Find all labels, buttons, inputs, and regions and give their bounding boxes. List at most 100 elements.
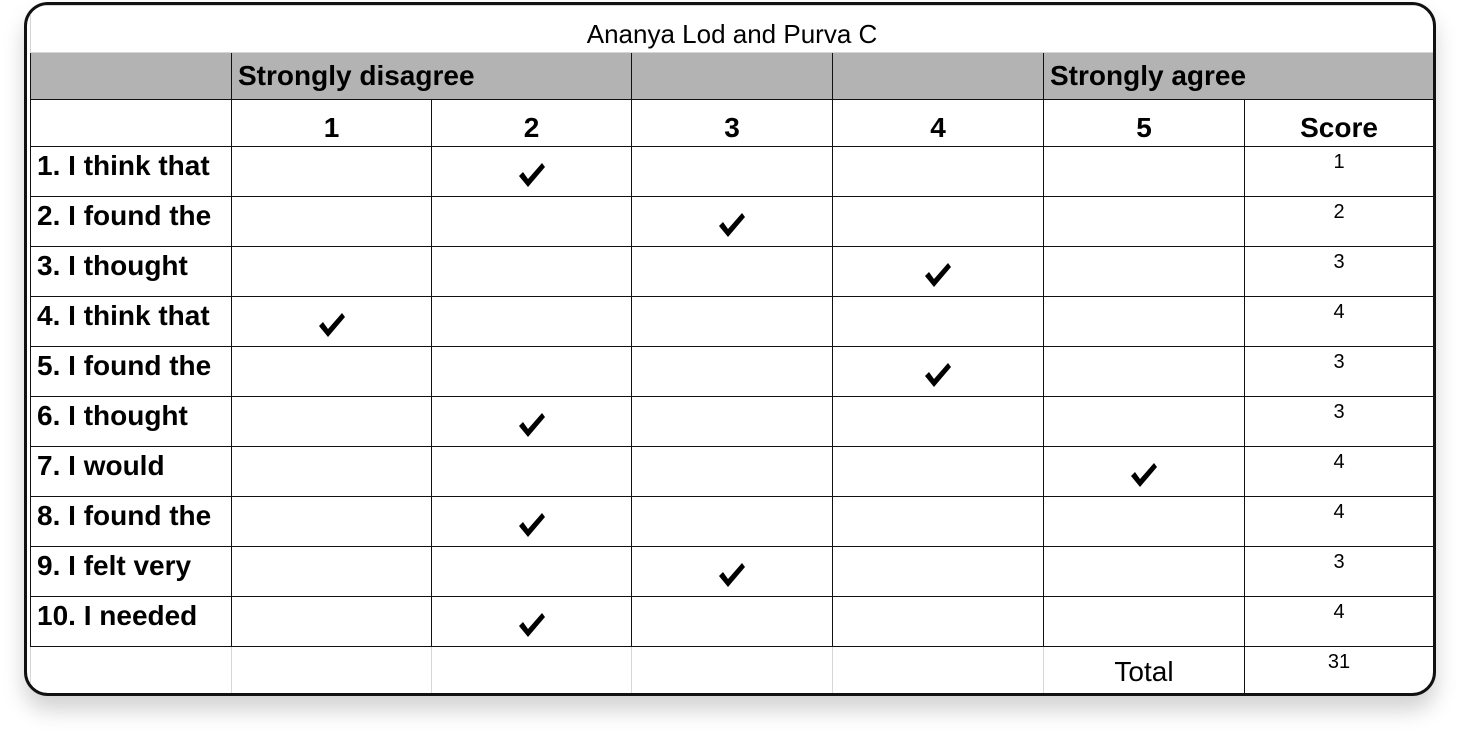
header-cell-empty — [631, 52, 833, 100]
rating-cell-3[interactable] — [631, 496, 833, 547]
rating-cell-5[interactable] — [1043, 296, 1245, 347]
rating-cell-2[interactable] — [431, 446, 632, 497]
rating-cell-1[interactable] — [231, 196, 432, 247]
checkmark-icon — [633, 561, 832, 589]
spreadsheet-frame: Ananya Lod and Purva C Strongly disagree… — [24, 2, 1436, 696]
rating-cell-4[interactable] — [832, 596, 1044, 647]
rating-cell-2[interactable] — [431, 196, 632, 247]
header-cell-empty — [832, 52, 1044, 100]
rating-cell-4[interactable] — [832, 496, 1044, 547]
question-label: 3. I thought — [30, 246, 232, 297]
rating-cell-5[interactable] — [1043, 596, 1245, 647]
strongly-agree-header: Strongly agree — [1042, 52, 1433, 100]
question-label: 7. I would — [30, 446, 232, 497]
rating-cell-3[interactable] — [631, 246, 833, 297]
rating-cell-2[interactable] — [431, 246, 632, 297]
rating-cell-4[interactable] — [832, 396, 1044, 447]
rating-cell-5[interactable] — [1043, 146, 1245, 197]
rating-cell-2[interactable] — [431, 596, 632, 647]
rating-cell-1[interactable] — [231, 496, 432, 547]
table-row: 4. I think that 4 — [30, 296, 1433, 347]
checkmark-icon — [633, 211, 832, 239]
question-label: 1. I think that — [30, 146, 232, 197]
rating-cell-5[interactable] — [1043, 396, 1245, 447]
table-row: 9. I felt very 3 — [30, 546, 1433, 597]
strongly-disagree-header: Strongly disagree — [231, 52, 632, 100]
checkmark-icon — [834, 361, 1043, 389]
score-cell: 1 — [1243, 146, 1433, 197]
empty-cell — [631, 646, 833, 693]
score-cell: 3 — [1243, 546, 1433, 597]
empty-cell — [231, 646, 432, 693]
rating-cell-3[interactable] — [631, 546, 833, 597]
rating-cell-2[interactable] — [431, 346, 632, 397]
rating-cell-1[interactable] — [231, 296, 432, 347]
rating-cell-4[interactable] — [832, 246, 1044, 297]
rating-cell-4[interactable] — [832, 146, 1044, 197]
rating-cell-2[interactable] — [431, 146, 632, 197]
rating-cell-4[interactable] — [832, 446, 1044, 497]
rating-cell-2[interactable] — [431, 546, 632, 597]
checkmark-icon — [433, 611, 631, 639]
column-number-row: 1 2 3 4 5 Score — [30, 99, 1433, 147]
rating-cell-1[interactable] — [231, 146, 432, 197]
total-label: Total — [1043, 646, 1245, 693]
question-label: 10. I needed — [30, 596, 232, 647]
rating-cell-5[interactable] — [1043, 196, 1245, 247]
rating-cell-1[interactable] — [231, 346, 432, 397]
header-cell-empty — [30, 52, 232, 100]
table-row: 10. I needed 4 — [30, 596, 1433, 647]
score-cell: 2 — [1243, 196, 1433, 247]
question-label: 2. I found the — [30, 196, 232, 247]
rating-cell-5[interactable] — [1043, 246, 1245, 297]
rating-cell-1[interactable] — [231, 546, 432, 597]
score-cell: 4 — [1243, 296, 1433, 347]
title-row: Ananya Lod and Purva C — [29, 5, 1433, 53]
number-cell-empty — [30, 99, 232, 147]
table-row: 2. I found the 2 — [30, 196, 1433, 247]
score-cell: 4 — [1243, 496, 1433, 547]
rating-cell-3[interactable] — [631, 296, 833, 347]
column-header-2: 2 — [431, 99, 632, 147]
rating-cell-2[interactable] — [431, 396, 632, 447]
rating-cell-5[interactable] — [1043, 546, 1245, 597]
rating-cell-5[interactable] — [1043, 446, 1245, 497]
column-header-5: 5 — [1043, 99, 1245, 147]
rating-cell-3[interactable] — [631, 446, 833, 497]
rating-cell-1[interactable] — [231, 596, 432, 647]
rating-cell-1[interactable] — [231, 246, 432, 297]
score-cell: 3 — [1243, 346, 1433, 397]
empty-cell — [832, 646, 1044, 693]
rating-cell-1[interactable] — [231, 396, 432, 447]
column-header-4: 4 — [832, 99, 1044, 147]
checkmark-icon — [834, 261, 1043, 289]
checkmark-icon — [433, 161, 631, 189]
column-header-3: 3 — [631, 99, 833, 147]
rating-cell-1[interactable] — [231, 446, 432, 497]
rating-cell-5[interactable] — [1043, 346, 1245, 397]
question-label: 6. I thought — [30, 396, 232, 447]
rating-cell-2[interactable] — [431, 496, 632, 547]
rating-cell-5[interactable] — [1043, 496, 1245, 547]
table-row: 1. I think that 1 — [30, 146, 1433, 197]
rating-cell-3[interactable] — [631, 146, 833, 197]
checkmark-icon — [1045, 461, 1244, 489]
rating-cell-4[interactable] — [832, 546, 1044, 597]
rating-cell-3[interactable] — [631, 596, 833, 647]
score-cell: 3 — [1243, 246, 1433, 297]
rating-cell-4[interactable] — [832, 196, 1044, 247]
rating-cell-4[interactable] — [832, 346, 1044, 397]
question-label: 9. I felt very — [30, 546, 232, 597]
question-label: 4. I think that — [30, 296, 232, 347]
rating-cell-3[interactable] — [631, 196, 833, 247]
table-row: 8. I found the 4 — [30, 496, 1433, 547]
question-label: 8. I found the — [30, 496, 232, 547]
table-title: Ananya Lod and Purva C — [29, 5, 1433, 53]
rating-cell-3[interactable] — [631, 346, 833, 397]
rating-cell-4[interactable] — [832, 296, 1044, 347]
scale-header-row: Strongly disagree Strongly agree — [30, 52, 1433, 100]
rating-cell-3[interactable] — [631, 396, 833, 447]
score-cell: 4 — [1243, 596, 1433, 647]
rating-cell-2[interactable] — [431, 296, 632, 347]
